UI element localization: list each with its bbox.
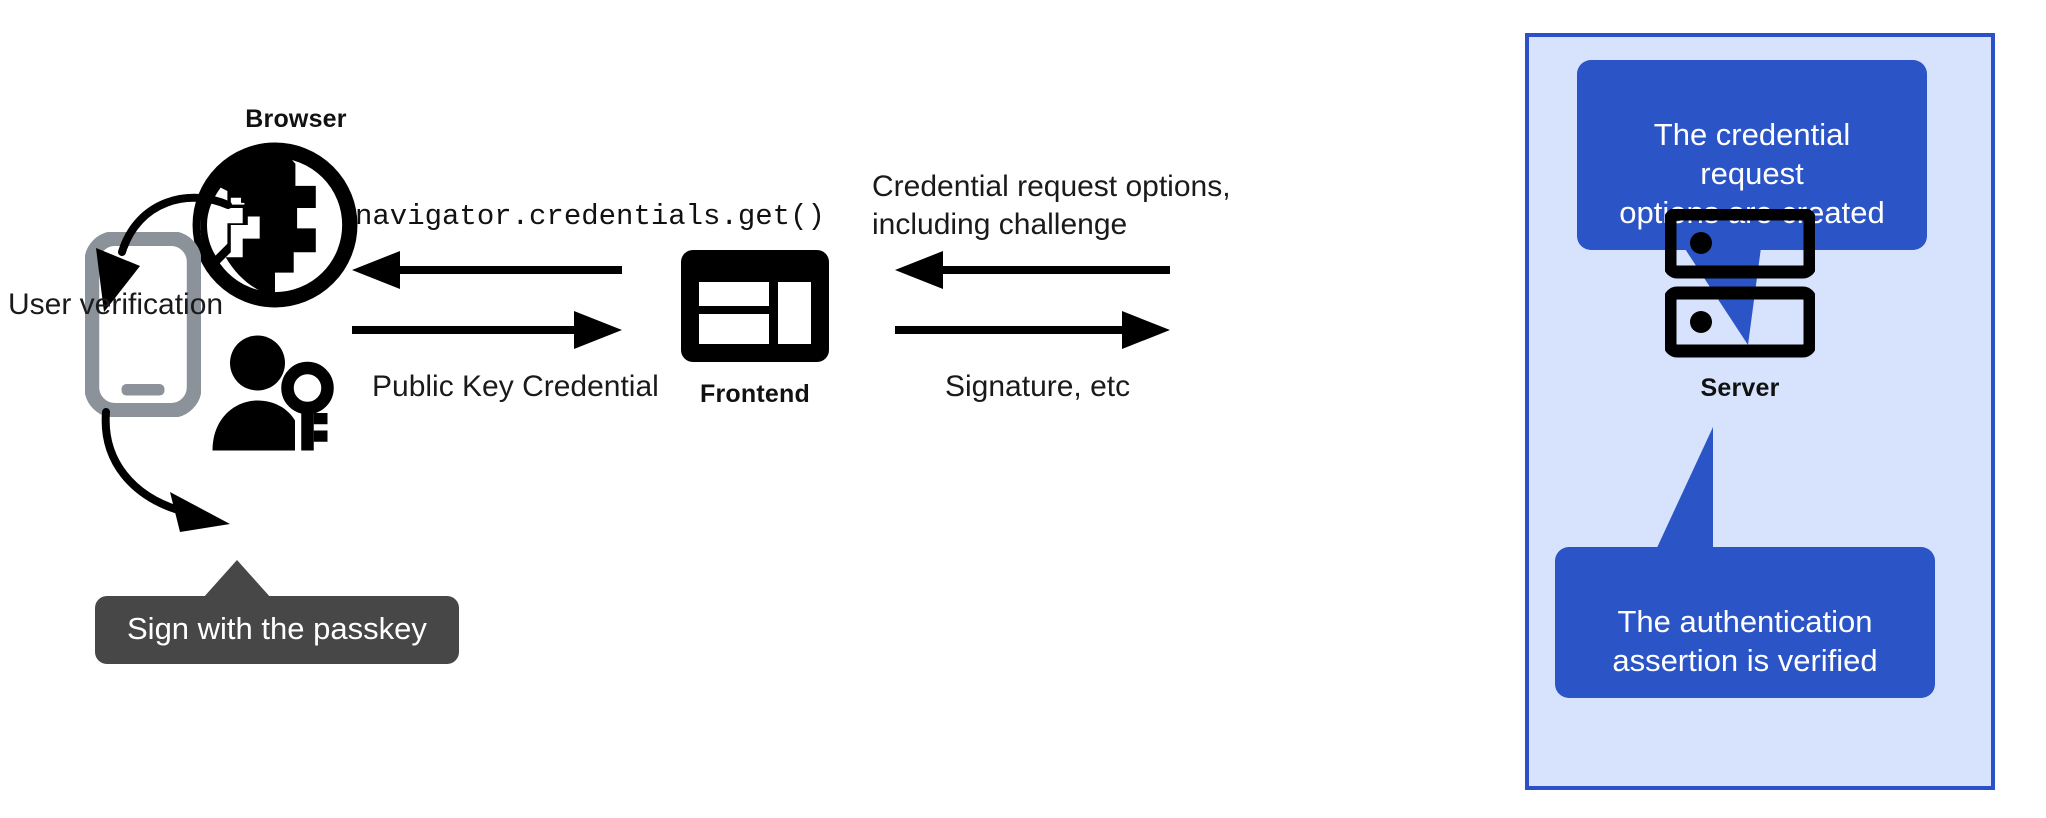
frontend-label: Frontend	[700, 380, 810, 408]
server-rack-icon	[1663, 207, 1817, 369]
arrow-frontend-to-server	[895, 310, 1170, 350]
phone-icon	[84, 231, 202, 418]
public-key-credential-label: Public Key Credential	[372, 370, 659, 403]
browser-window-icon	[681, 250, 841, 380]
sign-with-passkey-tooltip-body: Sign with the passkey	[95, 596, 459, 665]
arrow-browser-to-frontend	[352, 310, 622, 350]
arrow-server-to-frontend	[895, 250, 1170, 290]
credential-request-options-label: Credential request options,including cha…	[872, 170, 1231, 242]
arrow-phone-to-user	[92, 400, 262, 545]
navigator-get-label: navigator.credentials.get()	[355, 200, 825, 233]
server-panel: The credential request options are creat…	[1525, 33, 1995, 790]
person-with-key-icon	[205, 333, 335, 458]
signature-etc-label: Signature, etc	[945, 370, 1131, 403]
browser-label: Browser	[245, 105, 347, 133]
bottom-callout-tail	[1655, 427, 1713, 552]
server-label: Server	[1700, 374, 1780, 402]
arrow-frontend-to-browser	[352, 250, 622, 290]
globe-icon	[190, 140, 360, 310]
user-verification-label: User verification	[8, 288, 224, 321]
sign-with-passkey-tooltip: Sign with the passkey	[95, 560, 459, 665]
sign-with-passkey-tooltip-tail	[203, 560, 271, 598]
arrow-browser-to-phone	[78, 170, 258, 330]
bottom-callout: The authentication assertion is verified	[1555, 547, 1935, 699]
